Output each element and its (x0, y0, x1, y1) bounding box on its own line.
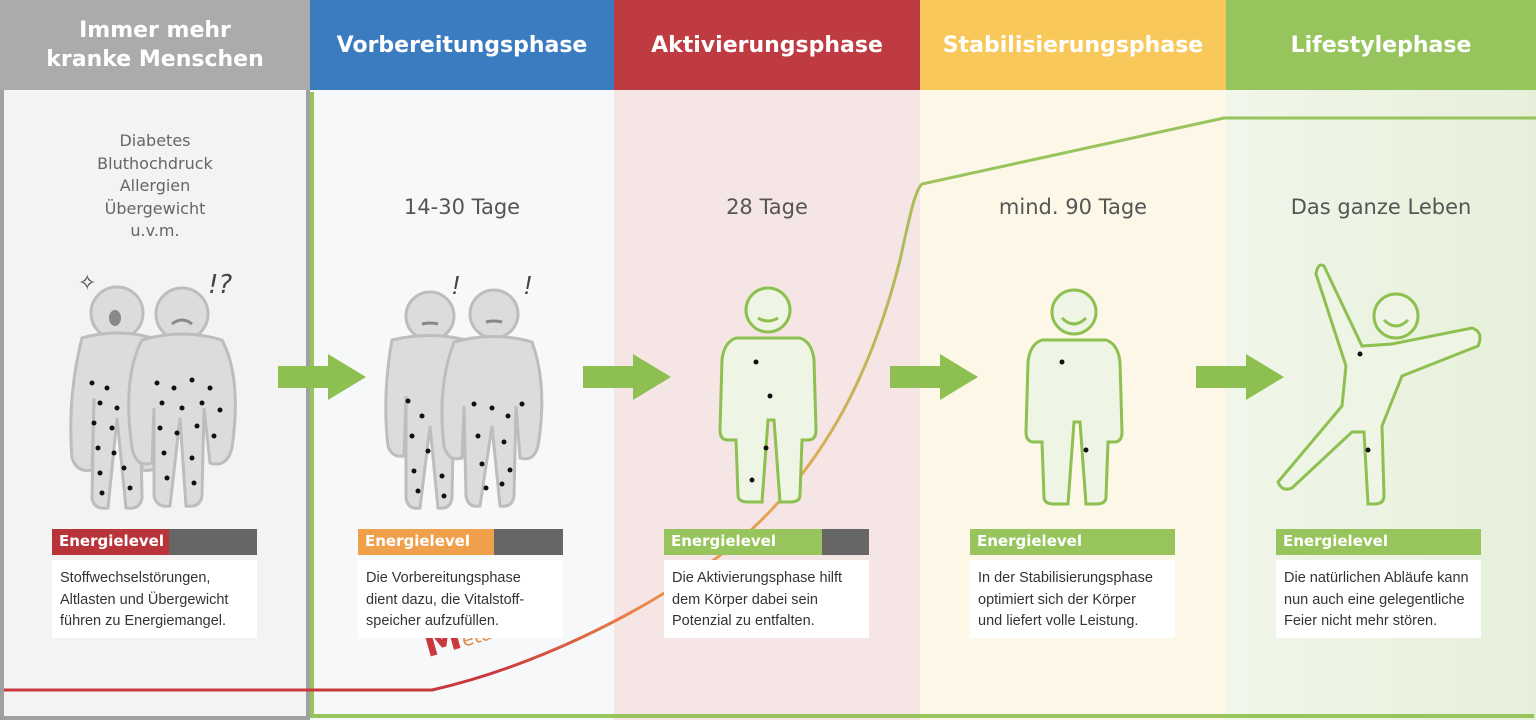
description-box: Die natürlichen Abläufe kann nun auch ei… (1276, 560, 1481, 638)
confused-symbol: !? (208, 270, 233, 300)
sick-people-figure (69, 285, 237, 510)
ailment-item: u.v.m. (130, 221, 180, 240)
arrow-right-icon (1196, 354, 1284, 400)
activated-person-figure (718, 286, 818, 504)
energy-bar-fill (358, 529, 494, 555)
energy-bar-empty (822, 529, 869, 555)
header-sick-people: Immer mehr kranke Menschen (0, 0, 310, 90)
description-line: Die natürlichen Abläufe kann (1284, 570, 1469, 586)
header-stabilization: Stabilisierungsphase (920, 0, 1226, 90)
description-line: Potenzial zu entfalten. (672, 613, 815, 629)
energy-bar-fill (664, 529, 822, 555)
duration-label: 14-30 Tage (403, 195, 521, 219)
description-line: optimiert sich der Körper (978, 591, 1136, 608)
energy-bar-fill (52, 529, 169, 555)
arrow-right-icon (278, 354, 366, 400)
energy-bar: Energielevel (358, 529, 563, 555)
energy-bar: Energielevel (52, 529, 257, 555)
description-box: Die Vorbereitungsphase dient dazu, die V… (358, 560, 563, 638)
arrow-right-icon (583, 354, 671, 400)
ailments-list: Diabetes Bluthochdruck Allergien Übergew… (0, 130, 310, 243)
preparing-people-figure (384, 288, 544, 510)
description-line: Altlasten und Übergewicht (60, 591, 229, 608)
duration-label: Das ganze Leben (1290, 195, 1472, 219)
ailment-item: Bluthochdruck (97, 153, 213, 173)
header-line: Lifestylephase (1290, 32, 1472, 58)
stable-person-figure (1024, 288, 1124, 506)
description-line: speicher aufzufüllen. (366, 613, 499, 629)
ailment-item: Allergien (119, 176, 191, 195)
energy-label: Energielevel (977, 532, 1082, 550)
description-line: und liefert volle Leistung. (978, 613, 1139, 629)
description-line: Feier nicht mehr stören. (1284, 613, 1438, 629)
description-line: dient dazu, die Vitalstoff- (366, 591, 525, 608)
duration-label: 28 Tage (726, 195, 808, 219)
description-box: Die Aktivierungsphase hilft dem Körper d… (664, 560, 869, 638)
energy-label: Energielevel (59, 532, 164, 550)
header-preparation: Vorbereitungsphase (310, 0, 614, 90)
header-line: Stabilisierungsphase (942, 32, 1204, 58)
description-line: führen zu Energiemangel. (60, 613, 227, 629)
energy-bar-fill (970, 529, 1175, 555)
energy-bar: Energielevel (1276, 529, 1481, 555)
description-line: Stoffwechselstörungen, (60, 570, 211, 586)
description-line: Die Aktivierungsphase hilft (672, 570, 843, 586)
description-line: Die Vorbereitungsphase (366, 570, 521, 586)
description-line: dem Körper dabei sein (672, 591, 818, 608)
header-line: Vorbereitungsphase (336, 32, 588, 58)
energy-bar: Energielevel (970, 529, 1175, 555)
energy-label: Energielevel (671, 532, 776, 550)
header-lifestyle: Lifestylephase (1226, 0, 1536, 90)
ailment-item: Diabetes (119, 131, 191, 150)
energy-label: Energielevel (1283, 532, 1388, 550)
description-box: Stoffwechselstörungen, Altlasten und Übe… (52, 560, 257, 638)
exclaim-symbol: ! (524, 270, 532, 300)
energy-bar-empty (494, 529, 563, 555)
energy-bar-empty (169, 529, 257, 555)
header-activation: Aktivierungsphase (614, 0, 920, 90)
exclaim-symbol: ! (452, 270, 460, 300)
header-line: Immer mehr (79, 18, 231, 43)
header-line: Aktivierungsphase (651, 32, 883, 58)
description-line: In der Stabilisierungsphase (978, 570, 1153, 586)
description-box: In der Stabilisierungsphase optimiert si… (970, 560, 1175, 638)
energy-bar: Energielevel (664, 529, 869, 555)
lifestyle-person-figure (1276, 263, 1482, 506)
arrow-right-icon (890, 354, 978, 400)
energy-bar-fill (1276, 529, 1481, 555)
duration-label: mind. 90 Tage (998, 195, 1148, 219)
energy-label: Energielevel (365, 532, 470, 550)
description-line: nun auch eine gelegentliche (1284, 591, 1465, 608)
header-line: kranke Menschen (46, 47, 264, 72)
anger-symbol: ✧ (78, 270, 97, 295)
ailment-item: Übergewicht (104, 198, 206, 218)
